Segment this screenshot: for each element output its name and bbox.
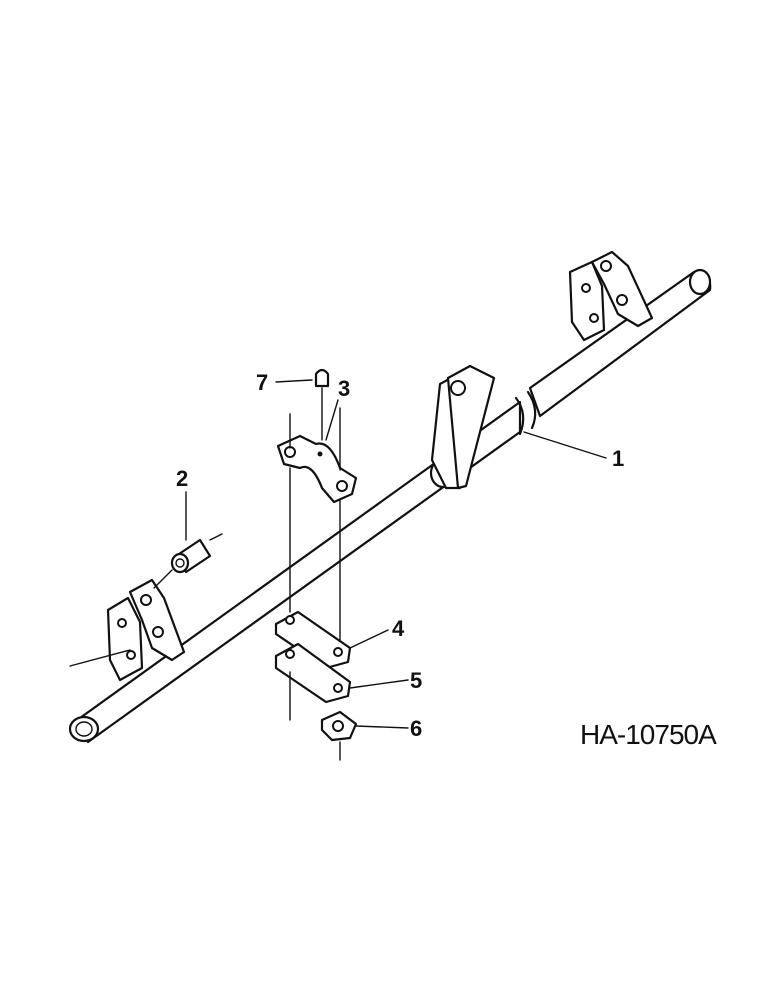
part-5-plate [274, 642, 352, 704]
part-6-nut [320, 710, 358, 742]
main-tube [68, 268, 712, 744]
callout-2: 2 [176, 466, 188, 491]
part-7-grease-fitting [314, 368, 330, 388]
callout-5: 5 [410, 668, 422, 693]
callout-3: 3 [338, 376, 350, 401]
left-mounting-bracket [69, 578, 186, 682]
leader-lines [185, 379, 607, 729]
callout-6: 6 [410, 716, 422, 741]
assembly-lines [289, 387, 341, 761]
callout-1: 1 [612, 446, 624, 471]
center-bracket [430, 364, 496, 490]
part-4-plate [274, 610, 352, 670]
callout-7: 7 [256, 370, 268, 395]
part-2-bushing [153, 533, 223, 589]
figure-id: HA-10750A [580, 719, 717, 750]
right-mounting-bracket [568, 250, 654, 342]
callout-4: 4 [392, 616, 405, 641]
